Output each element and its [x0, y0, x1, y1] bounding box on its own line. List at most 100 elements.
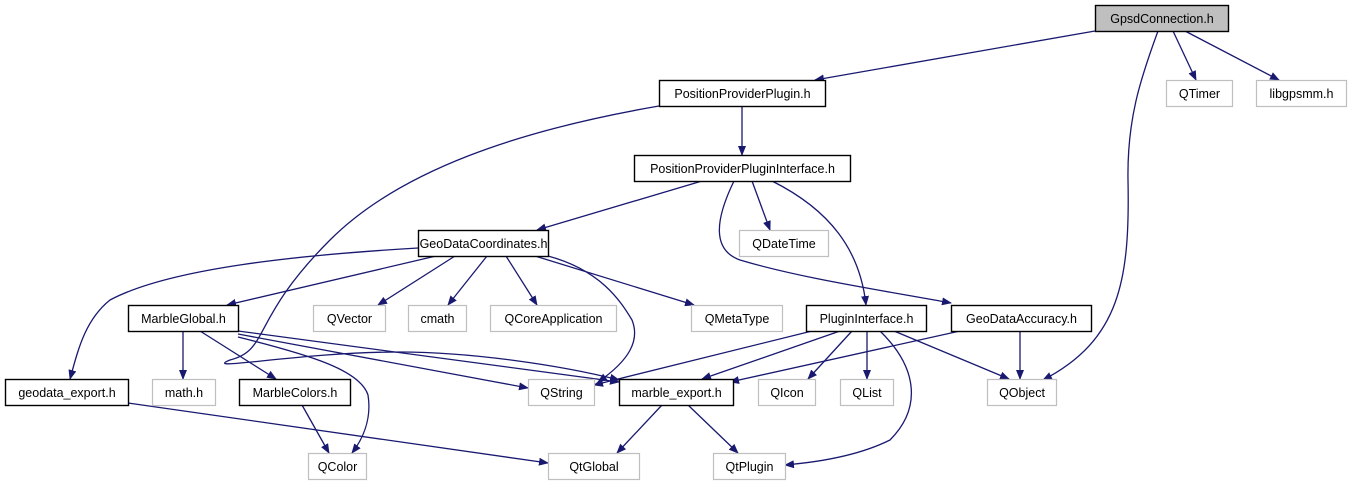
node-label: GpsdConnection.h	[1110, 12, 1214, 26]
node-label: math.h	[165, 386, 203, 400]
edge-mglobal-to-qstring	[237, 333, 529, 391]
node-box	[633, 154, 852, 183]
node-gda[interactable]: GeoDataAccuracy.h	[950, 304, 1093, 333]
edge-gpsd-to-ppp	[814, 30, 1096, 83]
edge-plugini-to-mexport	[701, 330, 841, 380]
node-box	[738, 229, 830, 258]
edge-pppi-to-qdatetime	[751, 180, 771, 231]
edge-gdc-to-qvector	[377, 255, 456, 306]
edge-gdc-to-qstring	[547, 255, 636, 383]
edge-gdc-to-mglobal	[226, 255, 437, 307]
node-label: geodata_export.h	[18, 386, 115, 400]
node-box	[1255, 79, 1348, 108]
node-label: QColor	[318, 460, 358, 474]
node-label: QtPlugin	[726, 460, 774, 474]
edge-pppi-to-gdc	[536, 180, 703, 232]
node-label: QTimer	[1179, 87, 1220, 101]
node-box	[839, 378, 895, 407]
node-box	[712, 452, 787, 481]
node-mglobal[interactable]: MarbleGlobal.h	[127, 304, 240, 333]
node-label: QCoreApplication	[505, 312, 603, 326]
node-gdc[interactable]: GeoDataCoordinates.h	[417, 229, 550, 258]
node-box	[127, 304, 240, 333]
node-label: QList	[852, 386, 882, 400]
node-ppp[interactable]: PositionProviderPlugin.h	[658, 79, 827, 108]
node-box	[986, 378, 1058, 407]
edge-geoexp-to-qtglobal	[127, 402, 549, 466]
node-label: GeoDataCoordinates.h	[420, 237, 548, 251]
node-label: libgpsmm.h	[1270, 87, 1334, 101]
edge-ppp-to-mexport	[223, 105, 660, 382]
nodes-layer: GpsdConnection.hPositionProviderPlugin.h…	[4, 4, 1348, 481]
edge-gdc-to-cmath	[447, 255, 488, 306]
node-qmetatype: QMetaType	[690, 304, 784, 333]
node-qobject: QObject	[986, 378, 1058, 407]
node-label: MarbleColors.h	[253, 386, 338, 400]
edge-gpsd-to-qobject	[1042, 30, 1159, 381]
node-mexport[interactable]: marble_export.h	[618, 378, 735, 407]
node-box	[950, 304, 1093, 333]
node-geoexp[interactable]: geodata_export.h	[4, 378, 130, 407]
node-label: PositionProviderPlugin.h	[674, 87, 810, 101]
edge-gda-to-mexport	[729, 330, 961, 384]
edge-plugini-to-qstring	[593, 330, 813, 387]
node-mcolors[interactable]: MarbleColors.h	[238, 378, 352, 407]
edge-plugini-to-qobject	[893, 330, 1010, 380]
node-box	[151, 378, 217, 407]
node-label: QMetaType	[705, 312, 770, 326]
node-label: QString	[540, 386, 582, 400]
edge-mcolors-to-qcolor	[301, 404, 330, 454]
edge-plugini-to-qtplugin	[784, 330, 912, 469]
node-box	[417, 229, 550, 258]
edge-mexport-to-qtglobal	[616, 404, 663, 454]
node-qlist: QList	[839, 378, 895, 407]
node-plugini[interactable]: PluginInterface.h	[805, 304, 928, 333]
node-label: QVector	[327, 312, 372, 326]
edge-mglobal-to-mexport	[237, 330, 620, 385]
node-label: QtGlobal	[569, 460, 618, 474]
node-box	[658, 79, 827, 108]
edge-pppi-to-plugini	[771, 180, 869, 306]
node-qcoreapp: QCoreApplication	[489, 304, 618, 333]
edge-gdc-to-geoexp	[68, 247, 419, 380]
node-libgps: libgpsmm.h	[1255, 79, 1348, 108]
edges-layer	[68, 30, 1280, 469]
node-label: QObject	[999, 386, 1045, 400]
edge-mglobal-to-mcolors	[199, 330, 277, 380]
node-box	[1094, 4, 1230, 33]
node-label: PositionProviderPluginInterface.h	[650, 162, 835, 176]
node-qstring: QString	[527, 378, 596, 407]
edge-gdc-to-qmetatype	[534, 255, 695, 307]
node-label: PluginInterface.h	[820, 312, 914, 326]
edge-mglobal-to-qcolor	[237, 336, 370, 454]
node-label: MarbleGlobal.h	[141, 312, 226, 326]
node-qicon: QIcon	[757, 378, 817, 407]
node-qtglobal: QtGlobal	[547, 452, 641, 481]
node-gpsd[interactable]: GpsdConnection.h	[1094, 4, 1230, 33]
node-qtplugin: QtPlugin	[712, 452, 787, 481]
node-box	[547, 452, 641, 481]
node-qdatetime: QDateTime	[738, 229, 830, 258]
edge-plugini-to-qicon	[807, 330, 853, 380]
node-box	[805, 304, 928, 333]
edge-mexport-to-qtplugin	[687, 404, 739, 454]
node-box	[238, 378, 352, 407]
edge-pppi-to-gda	[718, 180, 952, 306]
node-mathh: math.h	[151, 378, 217, 407]
node-box	[1165, 79, 1234, 108]
node-box	[407, 304, 468, 333]
node-label: QIcon	[770, 386, 803, 400]
node-label: QDateTime	[752, 237, 815, 251]
node-label: GeoDataAccuracy.h	[966, 312, 1077, 326]
node-pppi[interactable]: PositionProviderPluginInterface.h	[633, 154, 852, 183]
node-box	[527, 378, 596, 407]
node-cmath: cmath	[407, 304, 468, 333]
node-box	[4, 378, 130, 407]
node-box	[312, 304, 387, 333]
edge-gpsd-to-qtimer	[1172, 30, 1197, 81]
node-box	[690, 304, 784, 333]
node-box	[757, 378, 817, 407]
node-label: marble_export.h	[631, 386, 721, 400]
node-box	[489, 304, 618, 333]
